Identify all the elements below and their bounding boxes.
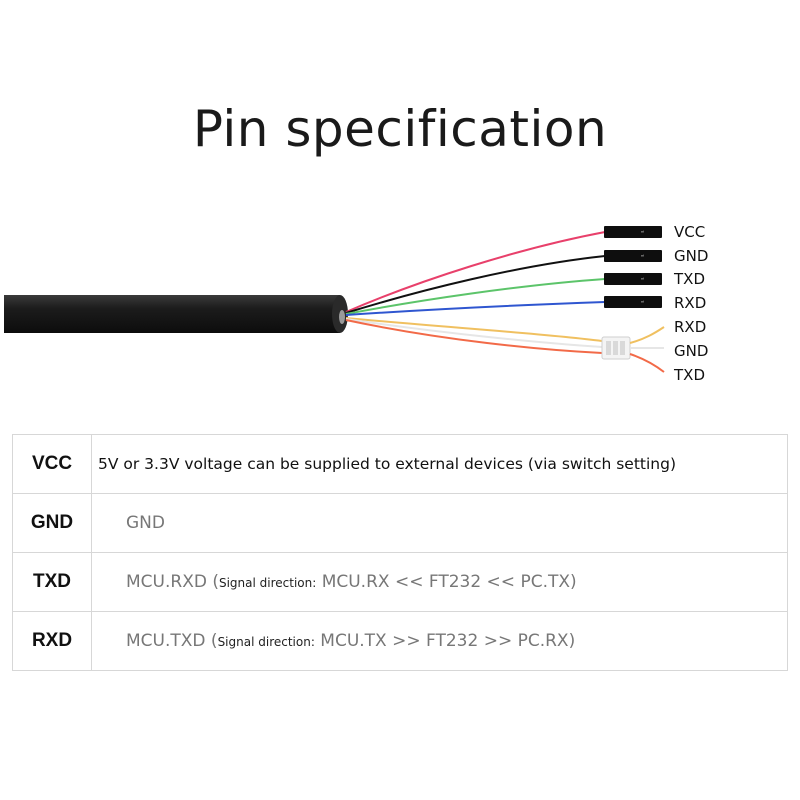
- pin-name: VCC: [12, 434, 92, 494]
- pin-label-gnd-jst: GND: [674, 342, 708, 360]
- paren-open: (: [210, 631, 218, 651]
- jst-tail-orange: [629, 353, 665, 373]
- pin-description: GND: [91, 493, 788, 553]
- page-title: Pin specification: [192, 100, 608, 158]
- svg-text:ᵒⁱ: ᵒⁱ: [641, 231, 644, 237]
- jst-tail-yellow: [629, 326, 665, 344]
- pin-description: MCU.TXD (Signal direction: MCU.TX >> FT2…: [91, 611, 788, 671]
- wire-rxd-blue: [345, 301, 606, 316]
- wire-txd-green: [345, 278, 606, 315]
- pin-label-txd-jst: TXD: [673, 366, 705, 384]
- table-row: GND GND: [12, 493, 788, 553]
- pin-label-vcc: VCC: [674, 223, 705, 241]
- svg-text:ᵒⁱ: ᵒⁱ: [641, 278, 644, 284]
- pin-name: TXD: [12, 552, 92, 612]
- dupont-header-vcc: ᵒⁱ: [604, 226, 662, 238]
- table-row: TXD MCU.RXD (Signal direction: MCU.RX <<…: [12, 552, 788, 612]
- pin-name: GND: [12, 493, 92, 553]
- paren-open: (: [212, 572, 219, 592]
- wire-txd-orange: [345, 319, 603, 354]
- table-row: RXD MCU.TXD (Signal direction: MCU.TX >>…: [12, 611, 788, 671]
- cable-diagram: ᵒⁱ ᵒⁱ ᵒⁱ ᵒⁱ VCC GND TXD RXD RXD GND TXD: [4, 223, 708, 384]
- dupont-header-rxd: ᵒⁱ: [604, 296, 662, 308]
- pin-function: MCU.RXD: [126, 572, 207, 592]
- dupont-header-gnd: ᵒⁱ: [604, 250, 662, 262]
- pin-function: MCU.TXD: [126, 631, 206, 651]
- pin-label-rxd-jst: RXD: [674, 318, 706, 336]
- jst-connector: [601, 336, 631, 360]
- table-row: VCC 5V or 3.3V voltage can be supplied t…: [12, 434, 788, 494]
- dupont-header-txd: ᵒⁱ: [604, 273, 662, 285]
- pin-label-txd: TXD: [673, 270, 705, 288]
- wire-vcc-red: [345, 231, 606, 313]
- cable-core: [339, 310, 345, 324]
- pin-label-gnd: GND: [674, 247, 708, 265]
- signal-direction-label: Signal direction:: [218, 576, 317, 590]
- cable-body: [4, 295, 340, 333]
- pin-table: VCC 5V or 3.3V voltage can be supplied t…: [12, 434, 788, 671]
- pin-name: RXD: [12, 611, 92, 671]
- signal-direction: MCU.TX >> FT232 >> PC.RX): [320, 631, 576, 651]
- pin-label-rxd: RXD: [674, 294, 706, 312]
- svg-text:ᵒⁱ: ᵒⁱ: [641, 301, 644, 307]
- svg-text:ᵒⁱ: ᵒⁱ: [641, 255, 644, 261]
- pin-description: MCU.RXD (Signal direction: MCU.RX << FT2…: [91, 552, 788, 612]
- signal-direction: MCU.RX << FT232 << PC.TX): [321, 572, 577, 592]
- pin-description: 5V or 3.3V voltage can be supplied to ex…: [91, 434, 788, 494]
- wire-rxd-yellow: [345, 317, 603, 342]
- wire-gnd-white: [345, 318, 603, 348]
- signal-direction-label: Signal direction:: [217, 635, 315, 649]
- wire-gnd-black: [345, 255, 606, 314]
